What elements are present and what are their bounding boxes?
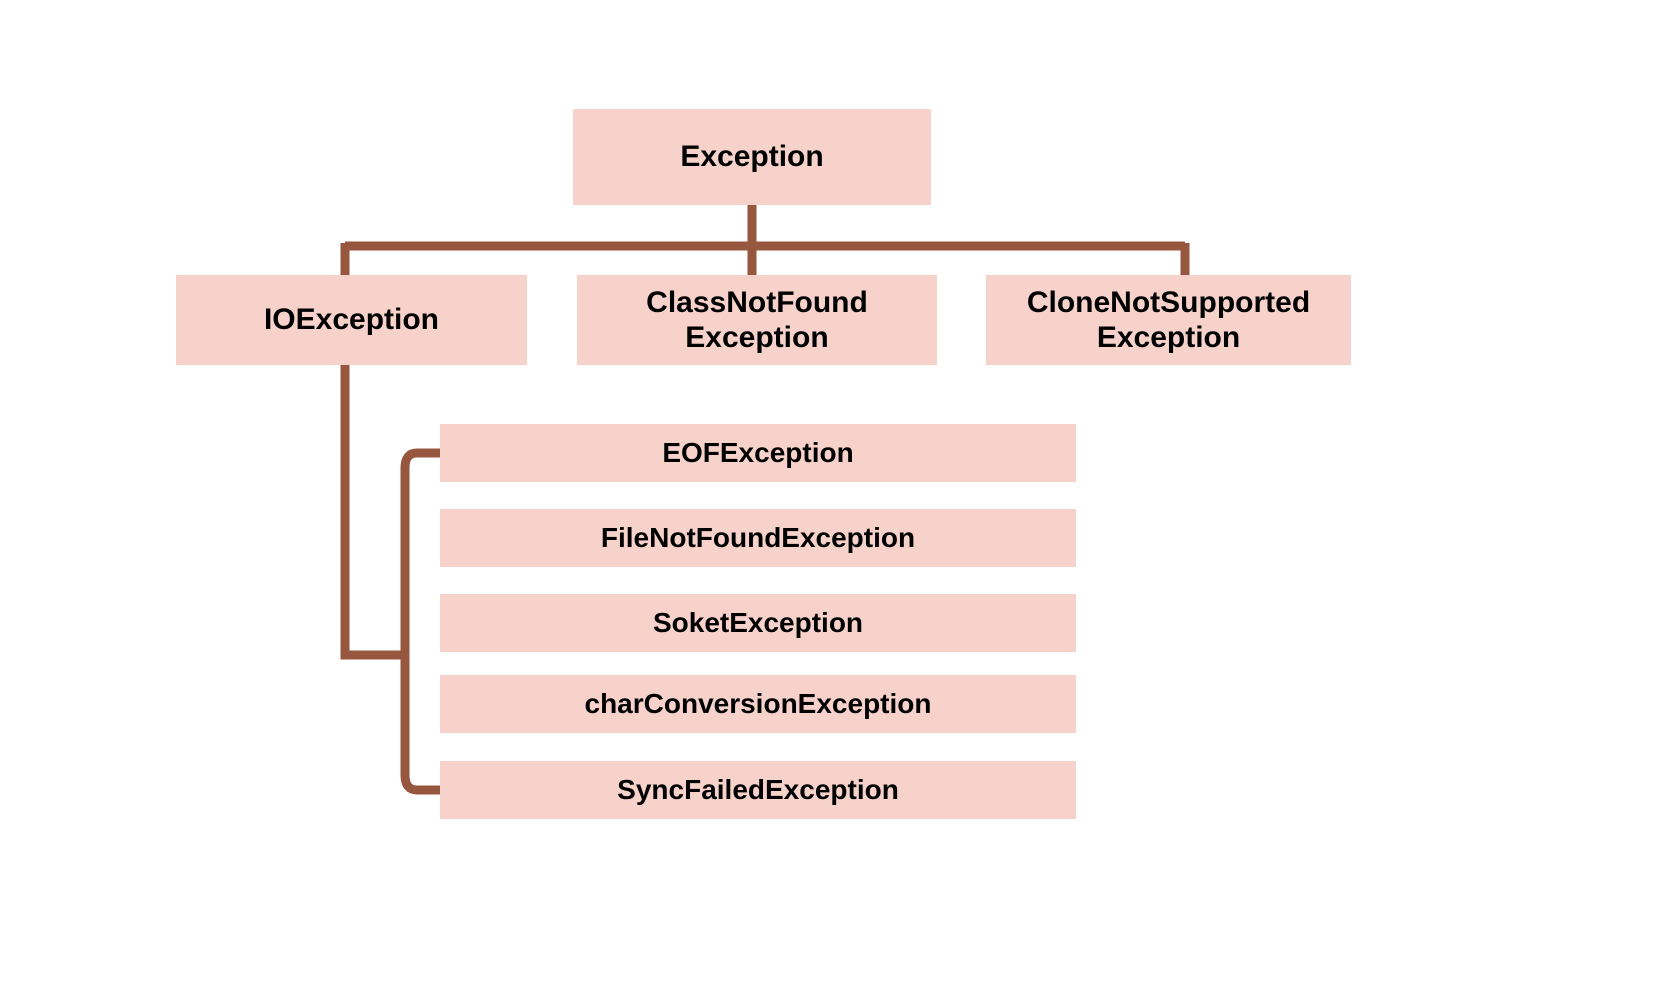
node-soketexception[interactable]: SoketException	[440, 594, 1076, 652]
node-eofexception[interactable]: EOFException	[440, 424, 1076, 482]
connector-bracket	[400, 448, 443, 795]
node-charconversionexception[interactable]: charConversionException	[440, 675, 1076, 733]
node-clonenotsupportedexception-label: CloneNotSupported Exception	[1026, 285, 1311, 354]
node-syncfailedexception-label: SyncFailedException	[617, 774, 899, 806]
node-exception-label: Exception	[680, 140, 824, 174]
node-soketexception-label: SoketException	[652, 607, 864, 639]
node-filenotfoundexception-label: FileNotFoundException	[600, 522, 916, 554]
node-clonenotsupportedexception[interactable]: CloneNotSupported Exception	[986, 275, 1351, 365]
node-classnotfoundexception[interactable]: ClassNotFound Exception	[577, 275, 937, 365]
connector-ioexception-to-bracket	[340, 365, 402, 660]
node-exception[interactable]: Exception	[573, 109, 931, 205]
node-filenotfoundexception[interactable]: FileNotFoundException	[440, 509, 1076, 567]
node-syncfailedexception[interactable]: SyncFailedException	[440, 761, 1076, 819]
node-eofexception-label: EOFException	[662, 437, 854, 469]
node-charconversionexception-label: charConversionException	[584, 688, 932, 720]
node-ioexception[interactable]: IOException	[176, 275, 527, 365]
node-classnotfoundexception-label: ClassNotFound Exception	[646, 285, 868, 354]
node-ioexception-label: IOException	[263, 303, 440, 337]
